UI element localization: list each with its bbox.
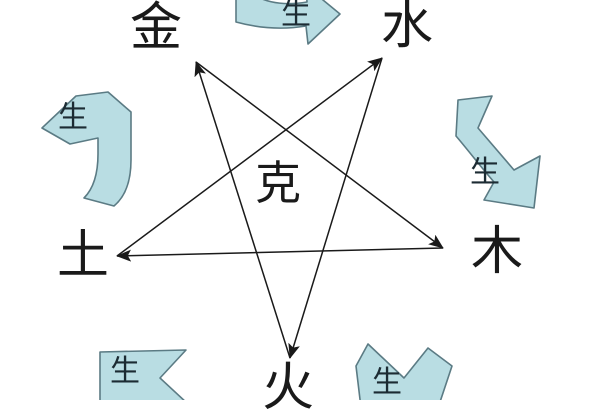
edge-metal-wood bbox=[195, 61, 444, 249]
element-labels-layer: 金 水 木 火 土 克 bbox=[57, 0, 524, 414]
center-label-ke: 克 bbox=[255, 156, 301, 210]
sheng-label-bottom-left: 生 bbox=[110, 354, 140, 389]
five-elements-diagram: 金 水 木 火 土 克 生 生 生 生 生 bbox=[41, 0, 541, 414]
sheng-label-top: 生 bbox=[281, 0, 311, 32]
sheng-label-left: 生 bbox=[58, 100, 88, 135]
sheng-label-bottom-right: 生 bbox=[372, 365, 402, 400]
sheng-arrow-top bbox=[235, 0, 341, 45]
edge-fire-metal bbox=[194, 61, 291, 359]
element-label-wood: 木 bbox=[471, 222, 524, 282]
element-label-earth: 土 bbox=[57, 226, 110, 286]
edge-wood-earth bbox=[116, 247, 444, 262]
sheng-arrow-left bbox=[41, 91, 132, 207]
sheng-labels-layer: 生 生 生 生 生 bbox=[58, 0, 500, 400]
overcoming-star-layer bbox=[116, 57, 444, 359]
element-label-water: 水 bbox=[381, 0, 434, 56]
edge-earth-water bbox=[116, 57, 383, 257]
element-label-metal: 金 bbox=[130, 0, 183, 58]
sheng-label-right: 生 bbox=[470, 155, 500, 190]
sheng-arrow-bottom-left bbox=[99, 349, 187, 400]
sheng-arrow-right bbox=[455, 95, 541, 209]
generating-arrows-layer bbox=[41, 0, 541, 400]
sheng-arrow-bottom-right bbox=[355, 343, 453, 400]
edge-water-fire bbox=[288, 57, 383, 359]
